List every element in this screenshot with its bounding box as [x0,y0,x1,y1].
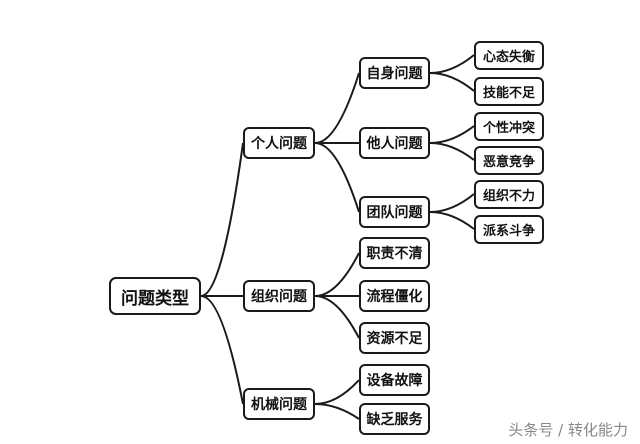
node-individual-problems[interactable]: 个人问题 [243,127,315,159]
connector-individual-team [314,142,360,213]
connector-mechanical-service [314,403,360,420]
connector-self-skills [429,72,475,92]
watermark-text: 头条号 / 转化能力 [508,421,628,439]
node-organizational-problems[interactable]: 组织问题 [243,280,315,312]
node-insufficient-skills[interactable]: 技能不足 [474,77,544,106]
node-insufficient-resources[interactable]: 资源不足 [359,322,430,354]
node-lack-of-service[interactable]: 缺乏服务 [359,403,430,435]
connector-team-organizing [429,193,475,213]
node-malicious-competition[interactable]: 恶意竞争 [474,146,544,175]
node-equipment-failure[interactable]: 设备故障 [359,364,430,396]
connector-others-competition [429,142,475,161]
node-rigid-process[interactable]: 流程僵化 [359,280,430,312]
connector-others-personality [429,125,475,144]
connector-self-mindset [429,54,475,74]
connector-team-factions [429,211,475,230]
node-mechanical-problems[interactable]: 机械问题 [243,388,315,420]
node-unclear-duties[interactable]: 职责不清 [359,237,430,269]
connector-root-individual [200,142,244,297]
node-personality-conflict[interactable]: 个性冲突 [474,112,544,141]
node-factional-struggle[interactable]: 派系斗争 [474,215,544,244]
node-others-problems[interactable]: 他人问题 [359,127,430,159]
node-team-problems[interactable]: 团队问题 [359,196,430,228]
connector-mechanical-equipment [314,379,360,405]
connector-organization-resources [314,295,360,339]
node-weak-organization[interactable]: 组织不力 [474,180,544,209]
connector-organization-duties [314,252,360,297]
connector-individual-self [314,72,360,144]
root-node[interactable]: 问题类型 [109,277,201,315]
connector-root-mechanical [200,295,244,405]
node-mindset-imbalance[interactable]: 心态失衡 [474,41,544,70]
node-self-problems[interactable]: 自身问题 [359,57,430,89]
